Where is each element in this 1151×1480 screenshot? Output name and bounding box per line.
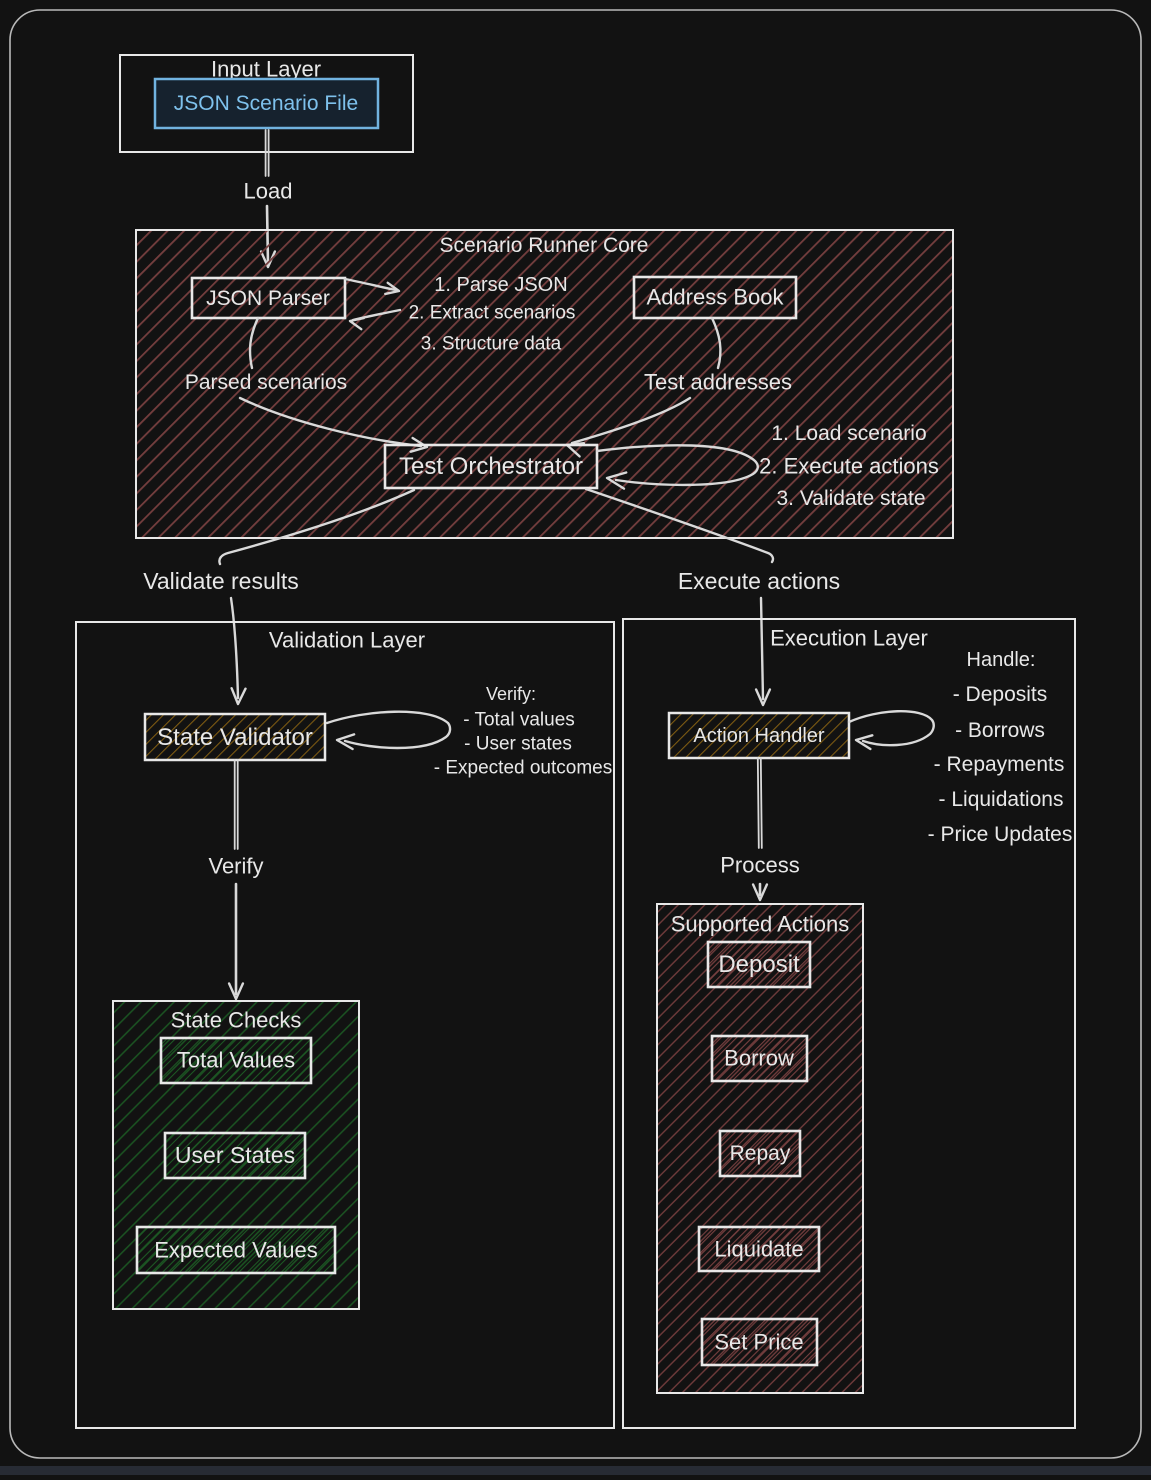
svg-text:JSON Parser: JSON Parser	[206, 287, 330, 310]
svg-text:Test Orchestrator: Test Orchestrator	[399, 453, 583, 480]
svg-text:State Validator: State Validator	[157, 724, 313, 751]
svg-text:Parsed scenarios: Parsed scenarios	[185, 371, 347, 394]
svg-text:Handle:: Handle:	[967, 649, 1036, 671]
svg-text:- Expected outcomes: - Expected outcomes	[434, 758, 612, 779]
svg-text:Validation Layer: Validation Layer	[269, 628, 425, 653]
svg-text:Total Values: Total Values	[177, 1048, 295, 1073]
svg-text:State Checks: State Checks	[171, 1008, 302, 1033]
svg-text:- Deposits: - Deposits	[953, 683, 1048, 706]
svg-text:Supported Actions: Supported Actions	[671, 912, 850, 937]
svg-text:Execute actions: Execute actions	[678, 568, 840, 594]
svg-text:- Price Updates: - Price Updates	[928, 823, 1073, 846]
svg-text:Scenario Runner Core: Scenario Runner Core	[440, 234, 649, 257]
svg-text:Action Handler: Action Handler	[693, 725, 825, 747]
svg-text:3. Structure data: 3. Structure data	[421, 334, 562, 355]
svg-text:User States: User States	[175, 1142, 295, 1168]
svg-text:Test addresses: Test addresses	[644, 370, 792, 395]
svg-text:Verify: Verify	[208, 854, 263, 879]
svg-text:- Liquidations: - Liquidations	[939, 788, 1064, 811]
svg-text:3. Validate state: 3. Validate state	[776, 487, 925, 510]
svg-text:Verify:: Verify:	[486, 684, 536, 704]
svg-text:Load: Load	[244, 179, 293, 204]
svg-text:Expected Values: Expected Values	[154, 1238, 317, 1263]
svg-text:2. Execute actions: 2. Execute actions	[759, 454, 939, 479]
svg-text:Address Book: Address Book	[647, 285, 785, 310]
svg-text:2. Extract scenarios: 2. Extract scenarios	[409, 303, 576, 324]
svg-text:Validate results: Validate results	[143, 568, 299, 594]
svg-text:- Total values: - Total values	[463, 710, 575, 731]
svg-text:Repay: Repay	[730, 1142, 791, 1165]
svg-text:Execution Layer: Execution Layer	[770, 626, 928, 651]
svg-text:1. Parse JSON: 1. Parse JSON	[434, 274, 567, 296]
svg-text:Set Price: Set Price	[714, 1330, 803, 1355]
svg-text:Input Layer: Input Layer	[211, 57, 321, 82]
svg-text:- Repayments: - Repayments	[934, 753, 1065, 776]
svg-text:Deposit: Deposit	[718, 951, 800, 978]
svg-text:Process: Process	[720, 853, 799, 878]
svg-text:1. Load scenario: 1. Load scenario	[771, 422, 926, 445]
svg-text:- Borrows: - Borrows	[955, 719, 1045, 742]
svg-text:Borrow: Borrow	[724, 1046, 794, 1071]
svg-text:- User states: - User states	[464, 734, 572, 755]
svg-text:JSON Scenario File: JSON Scenario File	[174, 92, 358, 115]
svg-text:Liquidate: Liquidate	[714, 1237, 803, 1262]
